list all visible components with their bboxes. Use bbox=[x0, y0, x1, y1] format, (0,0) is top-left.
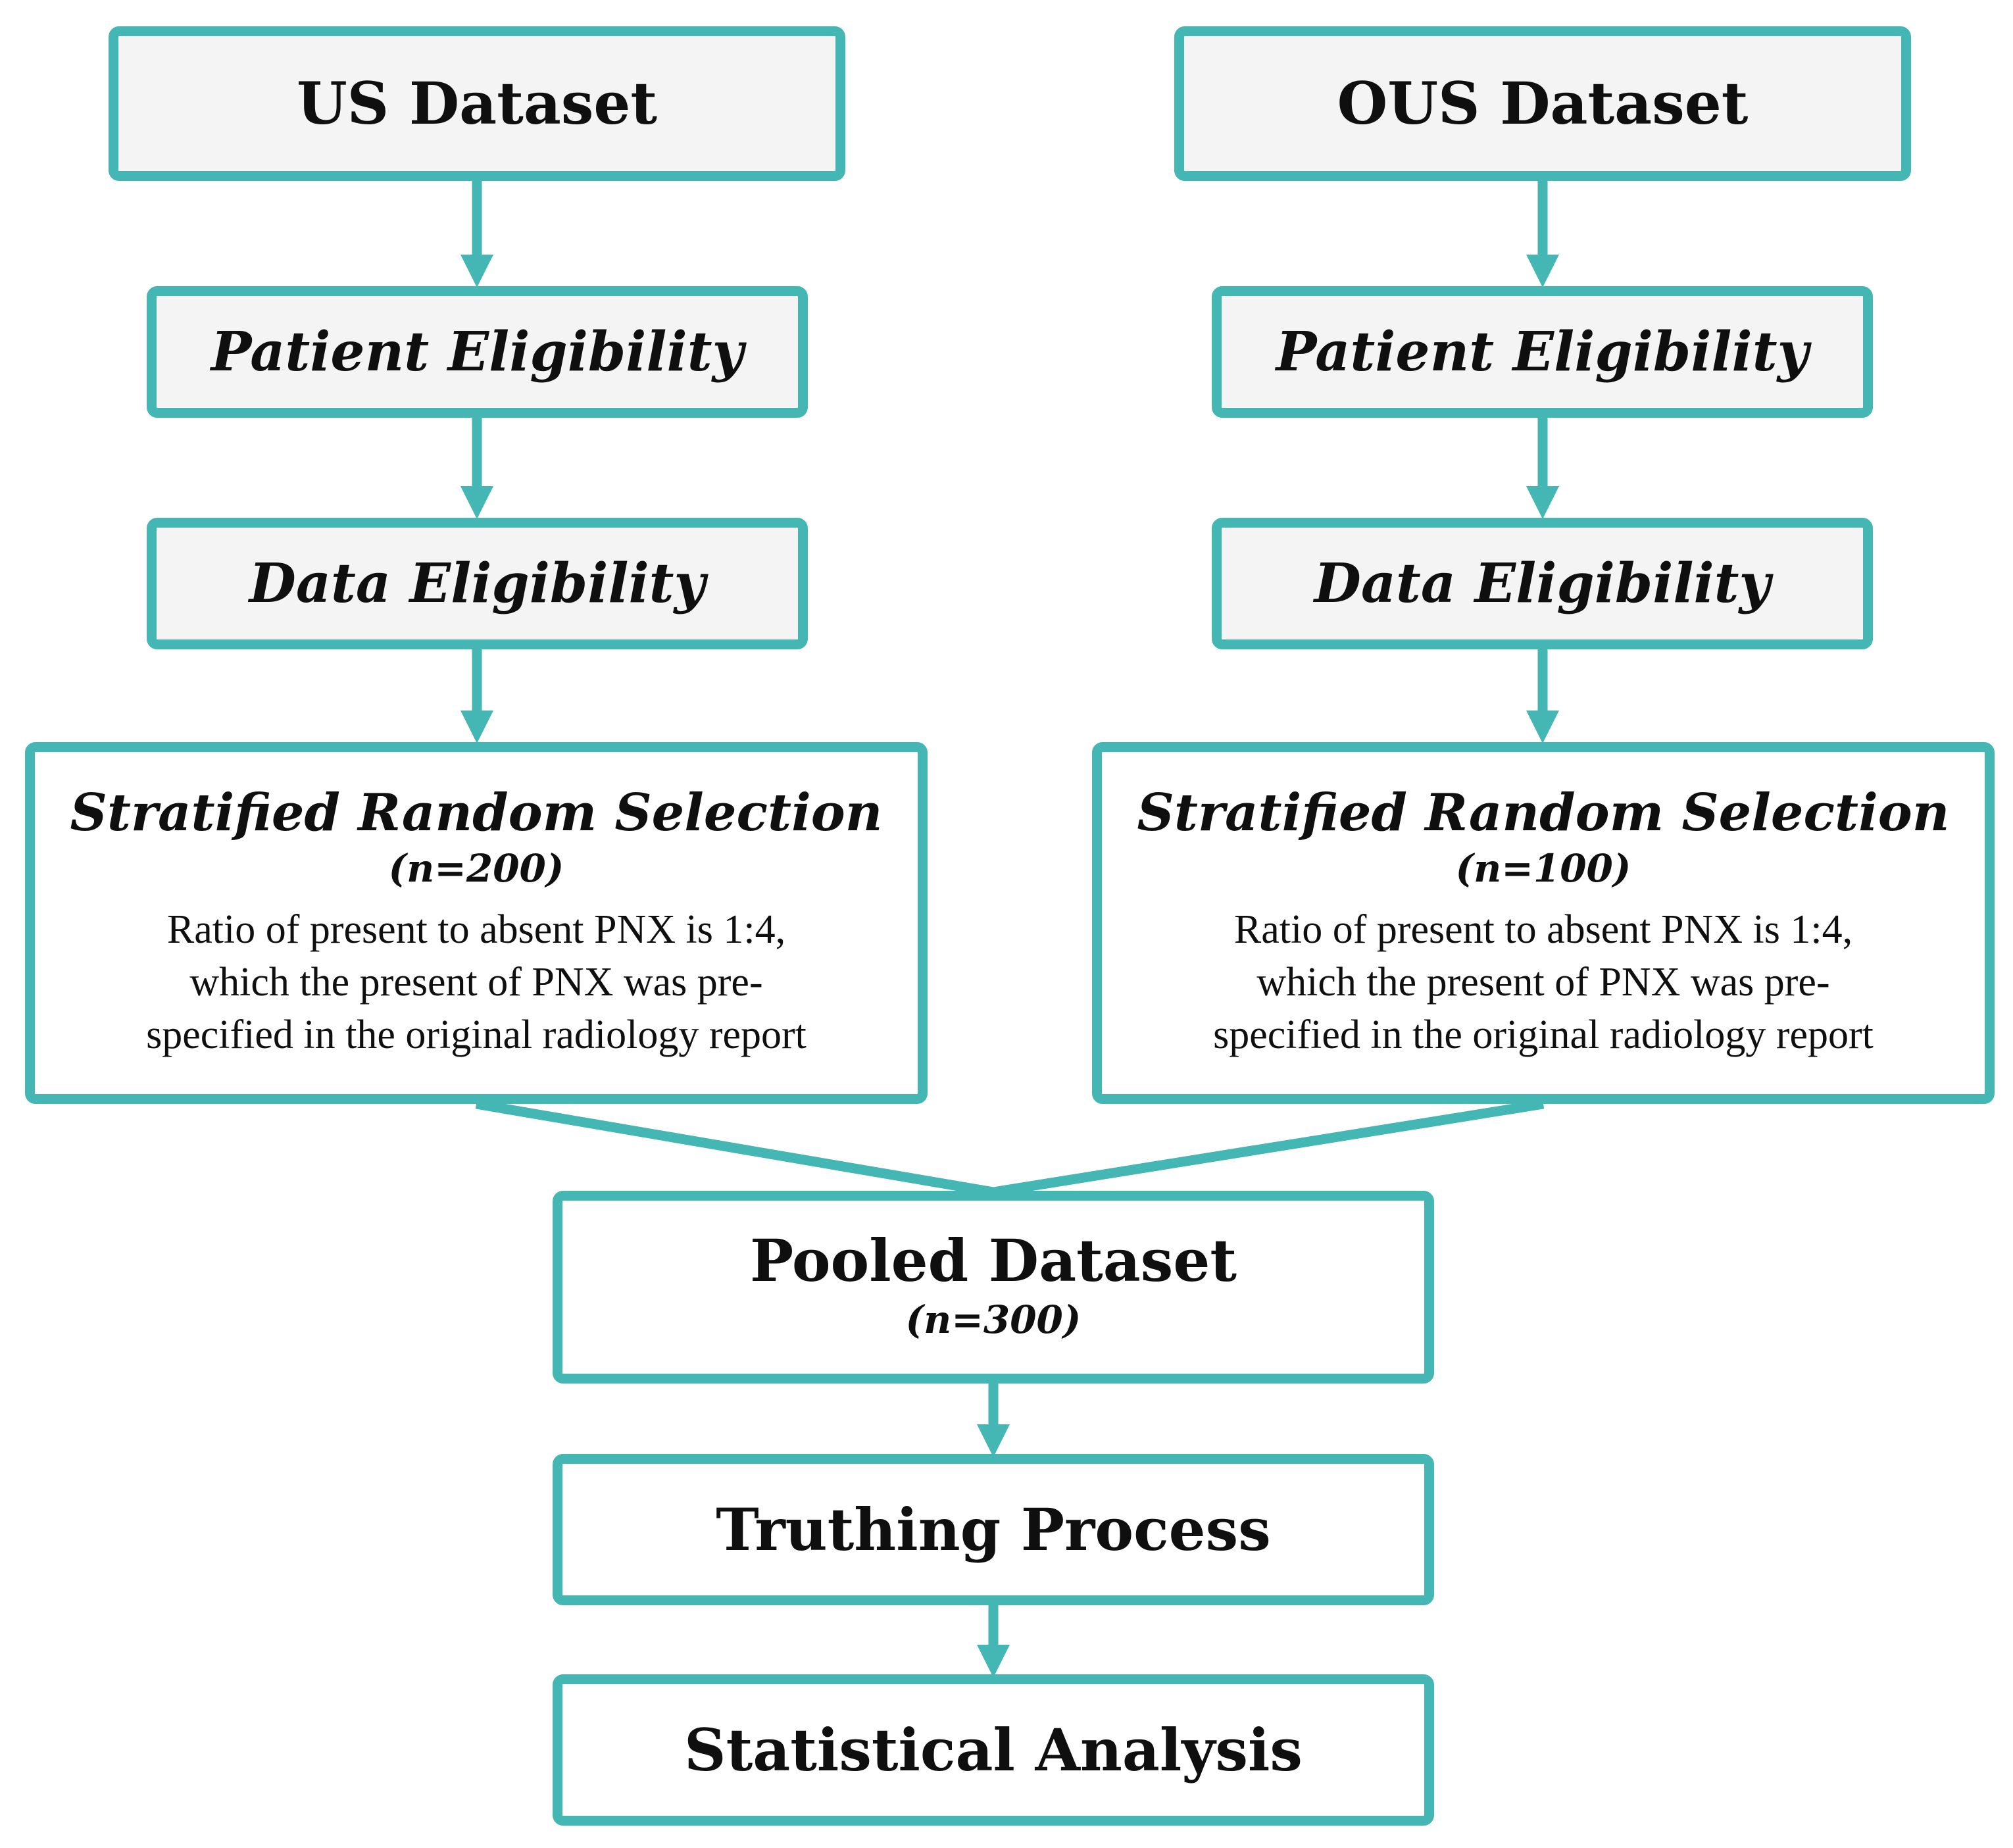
merge-line-ous bbox=[992, 1099, 1545, 1197]
us-selection-desc-line: Ratio of present to absent PNX is 1:4, bbox=[166, 907, 786, 952]
ous-dataset-box: OUS Dataset bbox=[1174, 26, 1911, 181]
us-dataset-box: US Dataset bbox=[109, 26, 845, 181]
arrowhead-truthing-to-statistical bbox=[977, 1645, 1010, 1678]
arrowhead-us-1 bbox=[460, 255, 493, 287]
ous-selection-desc-line: which the present of PNX was pre- bbox=[1256, 959, 1830, 1005]
ous-patient-eligibility-box: Patient Eligibility bbox=[1212, 286, 1873, 418]
us-selection-count: (n=200) bbox=[388, 846, 564, 891]
us-selection-desc-line: which the present of PNX was pre- bbox=[189, 959, 763, 1005]
ous-selection-desc-line: Ratio of present to absent PNX is 1:4, bbox=[1233, 907, 1853, 952]
ous-data-eligibility-box: Data Eligibility bbox=[1212, 518, 1873, 649]
ous-stratified-selection-box: Stratified Random Selection (n=100) Rati… bbox=[1092, 742, 1995, 1104]
pooled-dataset-title: Pooled Dataset bbox=[750, 1226, 1237, 1295]
ous-selection-title: Stratified Random Selection bbox=[1137, 783, 1950, 843]
ous-selection-description: Ratio of present to absent PNX is 1:4, w… bbox=[1213, 903, 1874, 1061]
ous-patient-eligibility-title: Patient Eligibility bbox=[1276, 320, 1809, 384]
truthing-process-box: Truthing Process bbox=[553, 1454, 1434, 1605]
us-selection-title: Stratified Random Selection bbox=[70, 783, 883, 843]
us-selection-desc-line: specified in the original radiology repo… bbox=[146, 1012, 807, 1057]
us-data-eligibility-box: Data Eligibility bbox=[147, 518, 808, 649]
merge-line-us bbox=[475, 1099, 995, 1197]
pooled-dataset-count: (n=300) bbox=[905, 1297, 1081, 1343]
ous-selection-desc-line: specified in the original radiology repo… bbox=[1213, 1012, 1874, 1057]
arrowhead-pooled-to-truthing bbox=[977, 1424, 1010, 1457]
arrowhead-ous-1 bbox=[1526, 255, 1559, 287]
us-dataset-title: US Dataset bbox=[296, 69, 658, 138]
statistical-analysis-box: Statistical Analysis bbox=[553, 1674, 1434, 1826]
pooled-dataset-box: Pooled Dataset (n=300) bbox=[553, 1191, 1434, 1384]
ous-selection-count: (n=100) bbox=[1455, 846, 1631, 891]
us-selection-description: Ratio of present to absent PNX is 1:4, w… bbox=[146, 903, 807, 1061]
arrowhead-us-3 bbox=[460, 711, 493, 743]
us-data-eligibility-title: Data Eligibility bbox=[249, 551, 706, 615]
arrowhead-ous-3 bbox=[1526, 711, 1559, 743]
truthing-process-title: Truthing Process bbox=[716, 1495, 1271, 1564]
statistical-analysis-title: Statistical Analysis bbox=[684, 1715, 1303, 1784]
ous-dataset-title: OUS Dataset bbox=[1337, 69, 1749, 138]
ous-data-eligibility-title: Data Eligibility bbox=[1314, 551, 1771, 615]
us-stratified-selection-box: Stratified Random Selection (n=200) Rati… bbox=[25, 742, 928, 1104]
us-patient-eligibility-title: Patient Eligibility bbox=[211, 320, 744, 384]
arrowhead-ous-2 bbox=[1526, 486, 1559, 519]
us-patient-eligibility-box: Patient Eligibility bbox=[147, 286, 808, 418]
arrowhead-us-2 bbox=[460, 486, 493, 519]
